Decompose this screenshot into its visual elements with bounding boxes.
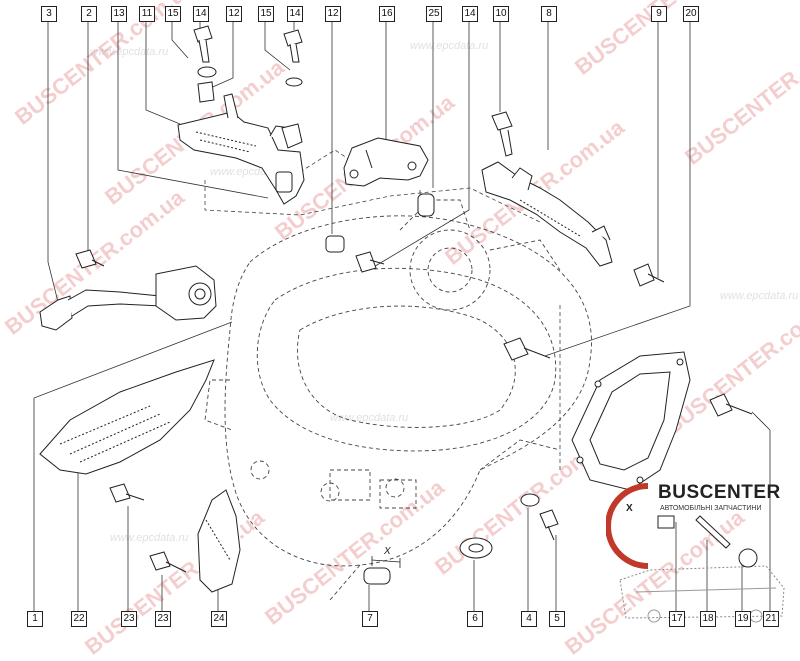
bolt-20 — [503, 337, 551, 361]
shield-24 — [197, 489, 241, 593]
callout-bottom-5: 5 — [549, 611, 565, 627]
bolt-14c — [355, 251, 385, 273]
callout-top-13: 13 — [111, 6, 127, 22]
callout-bottom-23: 23 — [155, 611, 171, 627]
callout-bottom-7: 7 — [362, 611, 378, 627]
buscenter-logo — [606, 483, 785, 623]
watermark-site: www.epcdata.ru — [90, 46, 169, 58]
watermark-site: www.epcdata.ru — [110, 532, 189, 544]
leader-lines — [33, 20, 771, 612]
bolt-21 — [709, 393, 753, 417]
small-bracket — [281, 123, 303, 149]
callout-bottom-22: 22 — [71, 611, 87, 627]
bolts — [75, 25, 753, 585]
watermark-site: www.epcdata.ru — [330, 412, 409, 424]
bracket-8 — [481, 161, 613, 267]
callout-bottom-6: 6 — [467, 611, 483, 627]
callout-bottom-19: 19 — [735, 611, 751, 627]
callout-top-20: 20 — [683, 6, 699, 22]
callout-top-14: 14 — [287, 6, 303, 22]
callout-top-8: 8 — [541, 6, 557, 22]
callout-top-12: 12 — [226, 6, 242, 22]
watermark-site: www.epcdata.ru — [720, 290, 799, 302]
callout-bottom-23: 23 — [121, 611, 137, 627]
grommet-12 — [197, 81, 215, 103]
callout-top-2: 2 — [81, 6, 97, 22]
clutch-slave-cylinder — [39, 265, 217, 331]
bolt-10 — [491, 111, 513, 157]
gasket-plate — [571, 351, 691, 491]
bracket-13 — [177, 93, 305, 205]
callout-top-10: 10 — [493, 6, 509, 22]
bracket-16 — [343, 137, 429, 187]
sleeve-7 — [363, 567, 391, 585]
callout-bottom-24: 24 — [211, 611, 227, 627]
bushing-25 — [417, 193, 435, 217]
callout-top-12: 12 — [325, 6, 341, 22]
logo-name: BUSCENTER — [658, 482, 781, 503]
callout-bottom-18: 18 — [700, 611, 716, 627]
bolt-14b — [283, 29, 303, 63]
logo-tagline: АВТОМОБІЛЬНІ ЗАПЧАСТИНИ — [660, 505, 762, 512]
bolt-2 — [75, 249, 105, 269]
dimension-arrow — [371, 556, 401, 568]
bolt-23 — [109, 483, 145, 503]
callout-bottom-1: 1 — [27, 611, 43, 627]
callout-top-16: 16 — [379, 6, 395, 22]
bolt-23b — [149, 551, 187, 573]
gearbox-housing — [204, 199, 592, 601]
assembly-lines — [204, 149, 561, 470]
callout-top-11: 11 — [139, 6, 155, 22]
nut-4 — [520, 493, 540, 507]
cover-plate-22 — [39, 359, 215, 475]
bolt-9 — [633, 263, 665, 287]
callout-bottom-4: 4 — [521, 611, 537, 627]
bolt-14 — [193, 25, 213, 63]
bushing-12 — [325, 235, 345, 253]
callout-bottom-17: 17 — [669, 611, 685, 627]
callout-top-14: 14 — [193, 6, 209, 22]
dimension-label: X — [384, 546, 391, 557]
callout-top-15: 15 — [258, 6, 274, 22]
washer-15b — [285, 77, 303, 87]
callout-top-14: 14 — [462, 6, 478, 22]
callout-top-3: 3 — [41, 6, 57, 22]
callout-bottom-21: 21 — [763, 611, 779, 627]
washer-15 — [197, 66, 217, 78]
inset-dimension-label: X — [626, 503, 633, 514]
callout-top-15: 15 — [165, 6, 181, 22]
callout-top-25: 25 — [426, 6, 442, 22]
callout-top-9: 9 — [651, 6, 667, 22]
bolt-5 — [539, 509, 559, 541]
